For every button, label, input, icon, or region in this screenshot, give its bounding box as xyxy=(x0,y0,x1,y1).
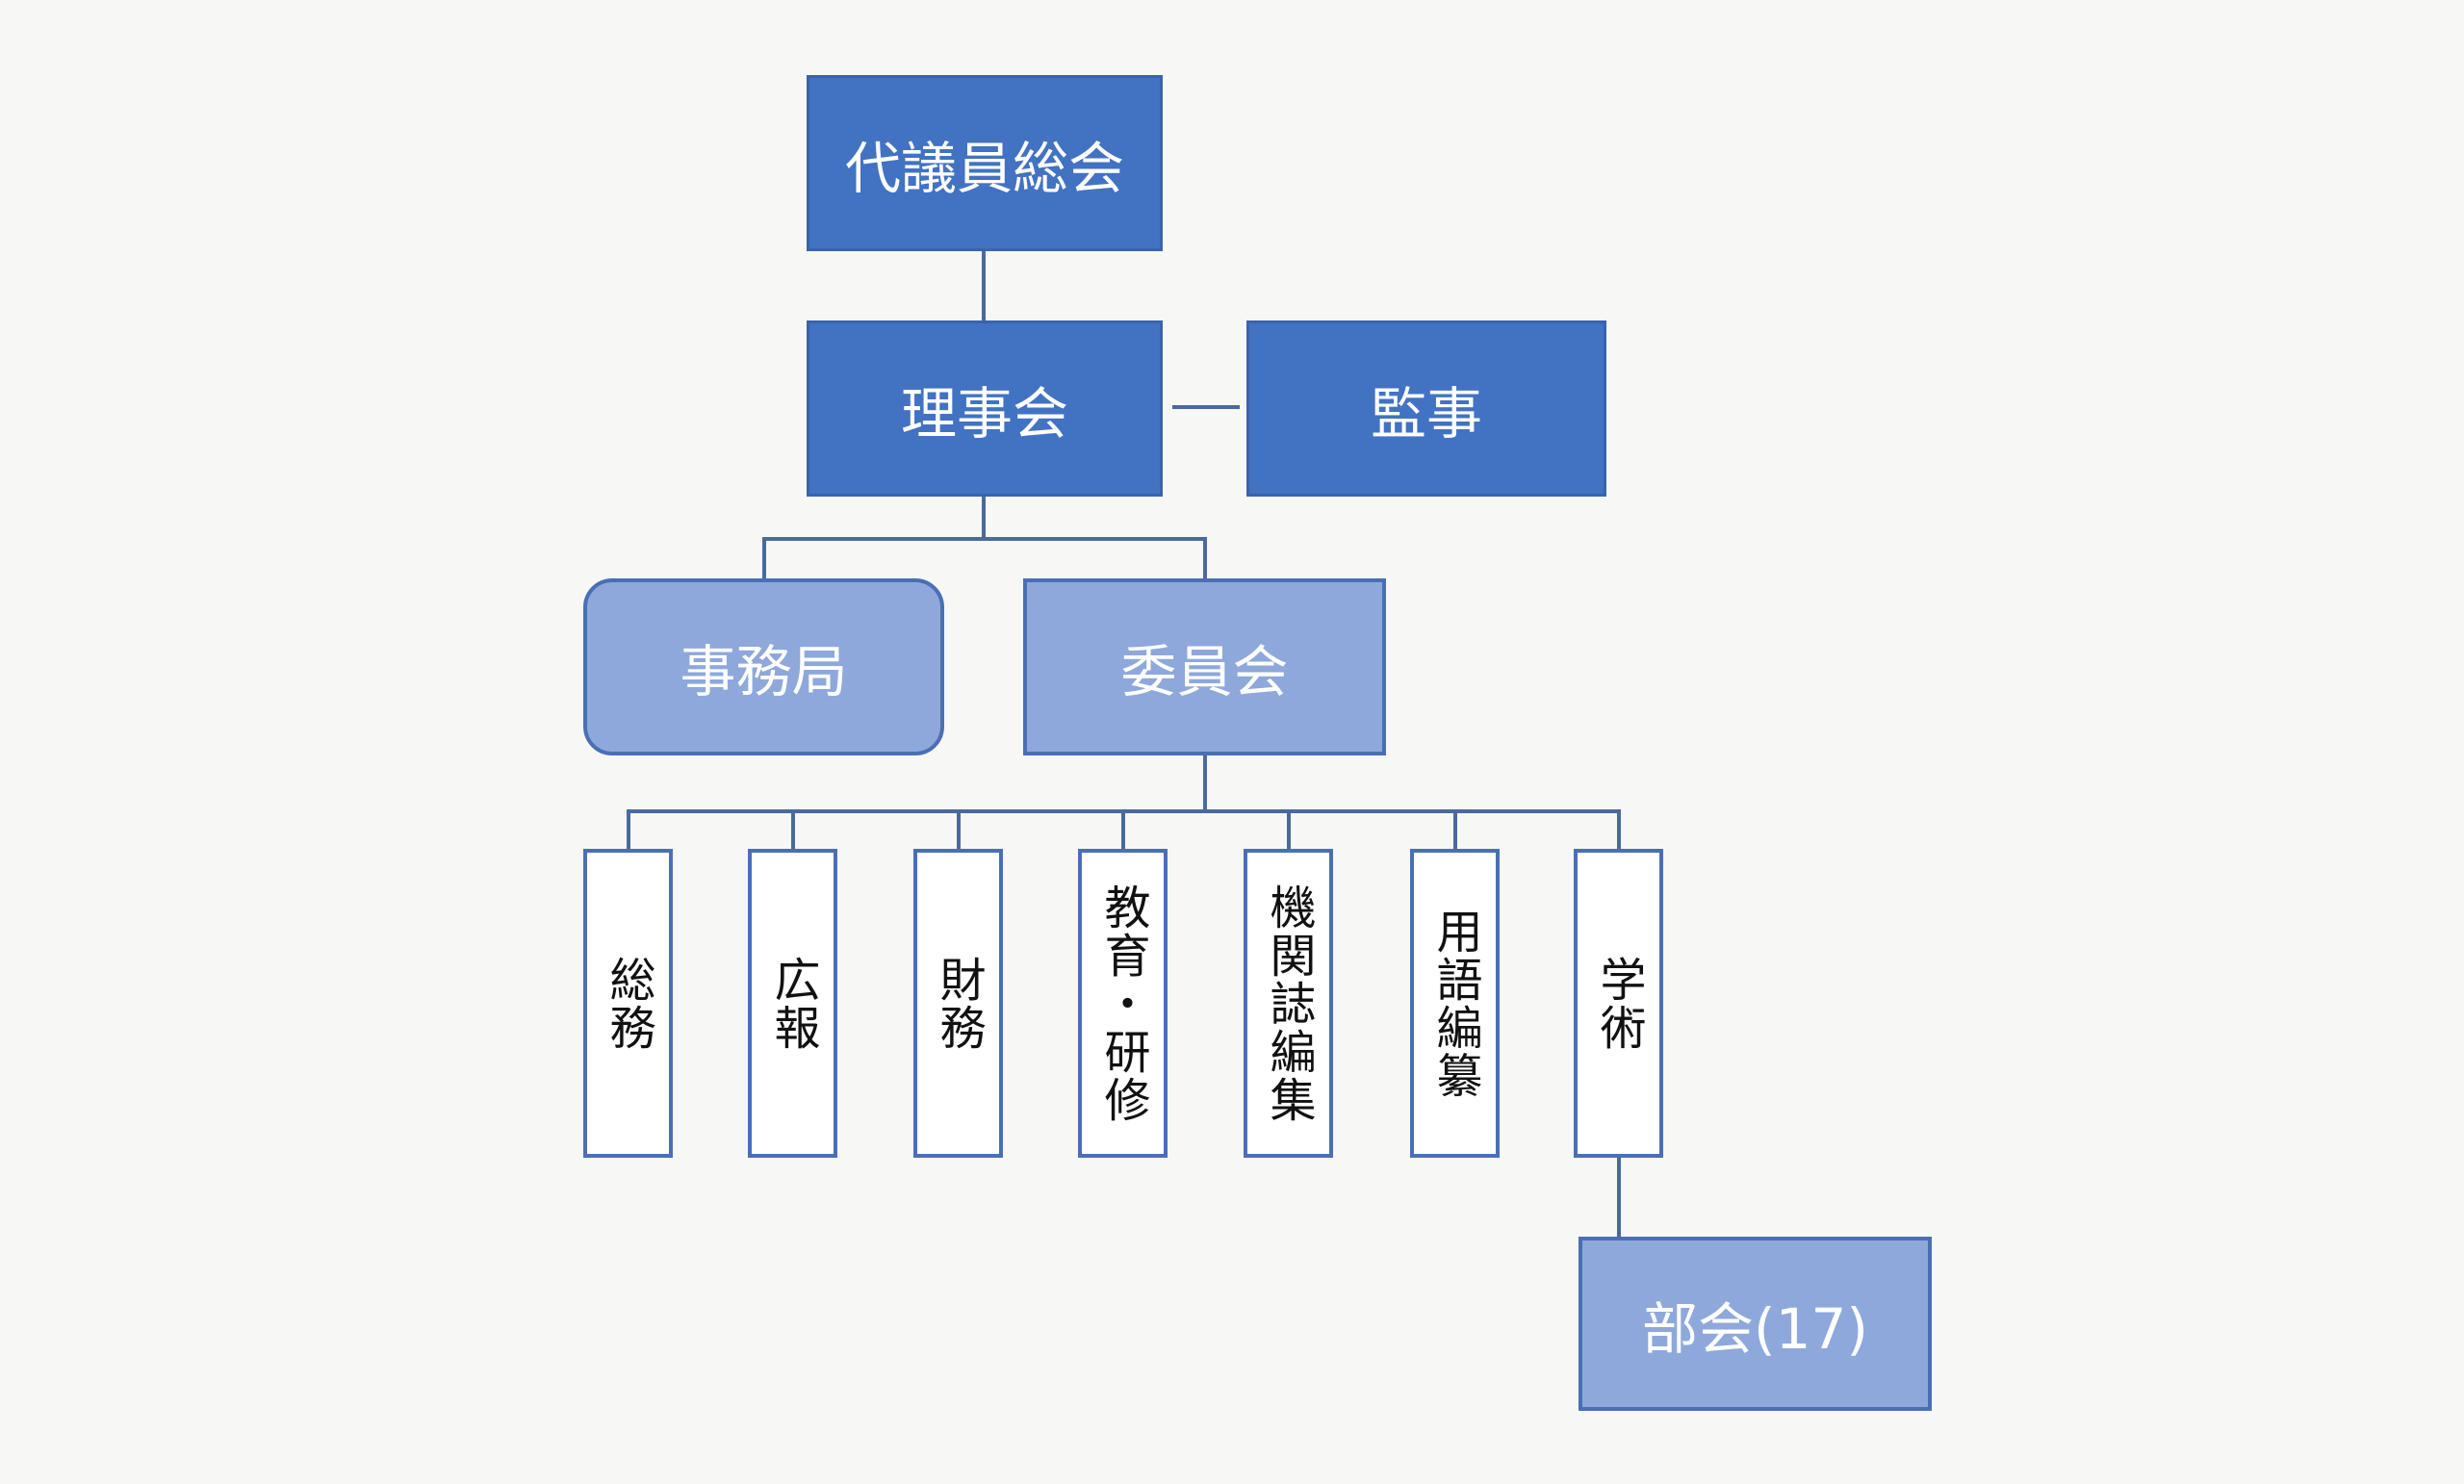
node-label: 理事会 xyxy=(900,380,1068,447)
node-sections: 部会(17) xyxy=(1578,1237,1932,1411)
connector-drop xyxy=(1617,809,1621,849)
node-subcommittee-terminology: 用語編纂 xyxy=(1410,849,1500,1158)
connector-drop xyxy=(1453,809,1457,849)
connector-drop xyxy=(1287,809,1291,849)
node-committees: 委員会 xyxy=(1023,578,1386,755)
node-label: 総務 xyxy=(601,955,655,1052)
node-label: 委員会 xyxy=(1120,639,1289,704)
node-label: 事務局 xyxy=(680,639,848,704)
connector-committees xyxy=(1203,537,1207,578)
node-general-assembly: 代議員総会 xyxy=(807,75,1163,251)
connector-board-auditor xyxy=(1172,405,1240,409)
node-subcommittee-general-affairs: 総務 xyxy=(583,849,673,1158)
connector-committees-down xyxy=(1203,755,1207,811)
node-label: 財務 xyxy=(931,955,986,1052)
connector-drop xyxy=(627,809,630,849)
node-subcommittee-education: 教育・研修 xyxy=(1078,849,1168,1158)
connector-drop xyxy=(957,809,961,849)
node-label: 監事 xyxy=(1370,380,1482,447)
connector-academic-sections xyxy=(1617,1158,1621,1237)
connector-assembly-board xyxy=(982,251,986,320)
node-subcommittee-finance: 財務 xyxy=(913,849,1003,1158)
node-label: 学術 xyxy=(1591,955,1646,1052)
node-label: 機関誌編集 xyxy=(1261,883,1316,1124)
node-label: 用語編纂 xyxy=(1427,907,1482,1100)
connector-board-down xyxy=(982,497,986,539)
node-label: 広報 xyxy=(765,955,820,1052)
node-auditor: 監事 xyxy=(1246,320,1606,497)
node-subcommittee-academic: 学術 xyxy=(1574,849,1663,1158)
node-label: 代議員総会 xyxy=(844,135,1124,201)
node-label: 部会(17) xyxy=(1641,1295,1869,1362)
node-board: 理事会 xyxy=(807,320,1163,497)
connector-secretariat xyxy=(762,537,766,578)
connector-board-branch xyxy=(762,537,1207,541)
connector-drop xyxy=(791,809,795,849)
connector-drop xyxy=(1121,809,1125,849)
node-subcommittee-public-relations: 広報 xyxy=(748,849,837,1158)
node-subcommittee-journal: 機関誌編集 xyxy=(1244,849,1333,1158)
node-secretariat: 事務局 xyxy=(583,578,944,755)
node-label: 教育・研修 xyxy=(1095,883,1150,1124)
